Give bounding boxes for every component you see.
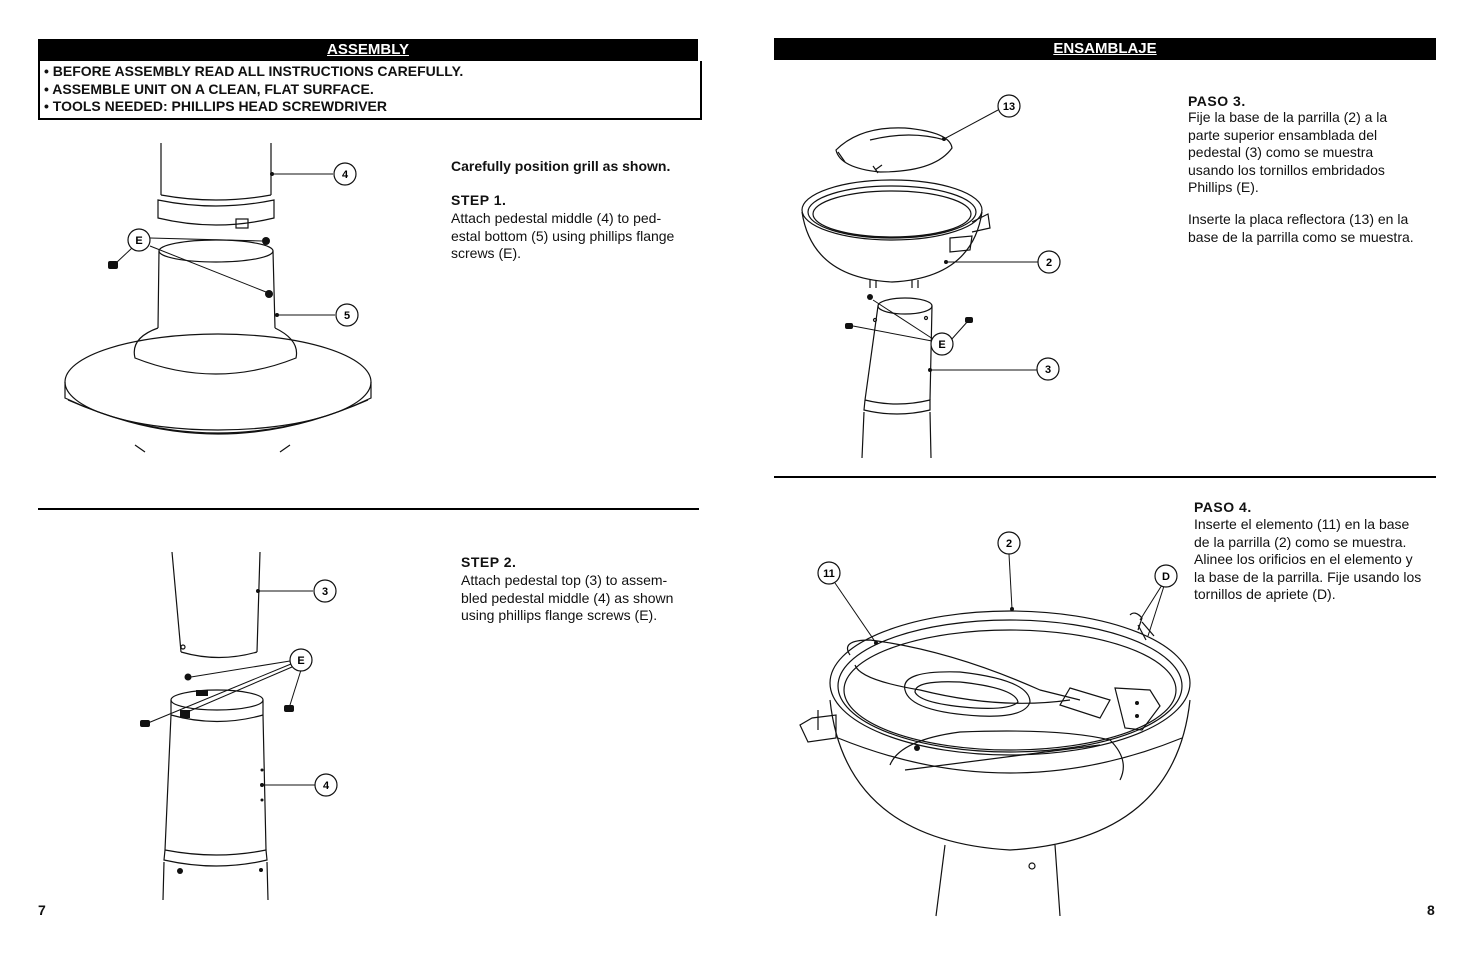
right-divider bbox=[774, 476, 1436, 478]
svg-text:13: 13 bbox=[1003, 101, 1015, 113]
svg-text:E: E bbox=[297, 655, 304, 667]
svg-text:E: E bbox=[938, 339, 945, 351]
left-divider bbox=[38, 508, 699, 510]
step1-text: Attach pedestal middle (4) to ped- estal… bbox=[451, 210, 675, 261]
assembly-banner: ASSEMBLY bbox=[38, 39, 698, 61]
step1-diagram: 4 E 5 bbox=[64, 143, 372, 453]
step1-title: STEP 1. bbox=[451, 192, 507, 208]
precaution-item: • ASSEMBLE UNIT ON A CLEAN, FLAT SURFACE… bbox=[44, 80, 374, 97]
svg-text:2: 2 bbox=[1006, 538, 1012, 550]
svg-text:3: 3 bbox=[322, 586, 328, 598]
paso3-note: Inserte la placa reflectora (13) en la b… bbox=[1188, 211, 1414, 245]
callout-5 bbox=[335, 303, 359, 327]
intro-instruction: Carefully position grill as shown. bbox=[451, 158, 671, 174]
paso3-text: Fije la base de la parrilla (2) a la par… bbox=[1188, 109, 1388, 195]
svg-text:5: 5 bbox=[344, 310, 350, 322]
ensamblaje-banner: ENSAMBLAJE bbox=[774, 38, 1436, 60]
paso4-text: Inserte el elemento (11) en la base de l… bbox=[1194, 516, 1422, 602]
precaution-item: • TOOLS NEEDED: PHILLIPS HEAD SCREWDRIVE… bbox=[44, 98, 388, 114]
page-number-right: 8 bbox=[1427, 902, 1435, 918]
precaution-item: • BEFORE ASSEMBLY READ ALL INSTRUCTIONS … bbox=[44, 63, 464, 79]
paso4-title: PASO 4. bbox=[1194, 499, 1252, 515]
step2-text: Attach pedestal top (3) to assem- bled p… bbox=[461, 572, 674, 623]
paso3-diagram: 13 2 E 3 bbox=[801, 94, 1061, 459]
svg-text:2: 2 bbox=[1046, 257, 1052, 269]
svg-text:11: 11 bbox=[823, 568, 835, 580]
svg-text:4: 4 bbox=[323, 780, 330, 792]
step2-diagram: 3 E 4 bbox=[140, 551, 338, 901]
svg-text:E: E bbox=[135, 235, 142, 247]
paso3-title: PASO 3. bbox=[1188, 93, 1246, 109]
assembly-precautions: • BEFORE ASSEMBLY READ ALL INSTRUCTIONS … bbox=[38, 61, 702, 120]
callout-4 bbox=[333, 162, 357, 186]
svg-text:D: D bbox=[1162, 571, 1170, 583]
svg-text:4: 4 bbox=[342, 169, 349, 181]
step2-title: STEP 2. bbox=[461, 554, 517, 570]
callout-E bbox=[127, 228, 151, 252]
svg-text:3: 3 bbox=[1045, 364, 1051, 376]
page-number-left: 7 bbox=[38, 902, 46, 918]
